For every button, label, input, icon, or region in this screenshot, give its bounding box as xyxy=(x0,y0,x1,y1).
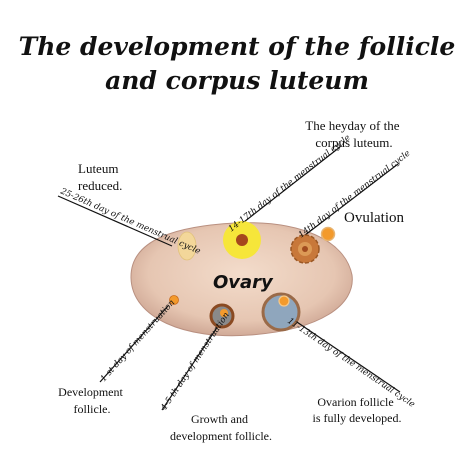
diagram-title-line-2: and corpus luteum xyxy=(105,66,369,95)
mature-follicle-egg xyxy=(278,295,290,307)
growth-development-label: Growth and development follicle. xyxy=(170,412,272,443)
leader-line-first-day xyxy=(99,305,169,383)
day-label-luteum-reduced: 25-26th day of the menstrual cycle xyxy=(58,186,202,257)
leader-line-heyday xyxy=(225,146,341,237)
ovulation-label: Ovulation xyxy=(344,210,404,226)
leader-line-growth xyxy=(161,325,219,411)
growing-follicle-egg xyxy=(220,309,228,317)
diagram-title-line-1: The development of the follicle xyxy=(18,32,456,61)
ovary-label: Ovary xyxy=(213,272,274,293)
leader-line-luteum-reduced xyxy=(57,195,173,247)
day-label-first-day: 1 st day of menstruation xyxy=(99,298,177,384)
heyday-label: The heyday of the corpus luteum. xyxy=(305,118,402,150)
development-follicle-label: Development follicle. xyxy=(58,385,126,416)
ovulated-follicle xyxy=(290,234,320,264)
ovulated-egg xyxy=(320,226,336,242)
reduced-luteum-follicle xyxy=(177,231,197,261)
day-label-heyday: 14-17th day of the menstrual cycle xyxy=(227,133,353,234)
leader-line-fully-developed xyxy=(287,315,401,393)
fully-developed-label: Ovarion follicle is fully developed. xyxy=(313,395,402,425)
corpus-luteum-core xyxy=(236,234,248,246)
leader-line-ovulation xyxy=(295,163,399,243)
mature-follicle xyxy=(261,292,301,332)
primordial-follicle xyxy=(169,295,179,305)
luteum-reduced-label: Luteum reduced. xyxy=(78,161,122,193)
